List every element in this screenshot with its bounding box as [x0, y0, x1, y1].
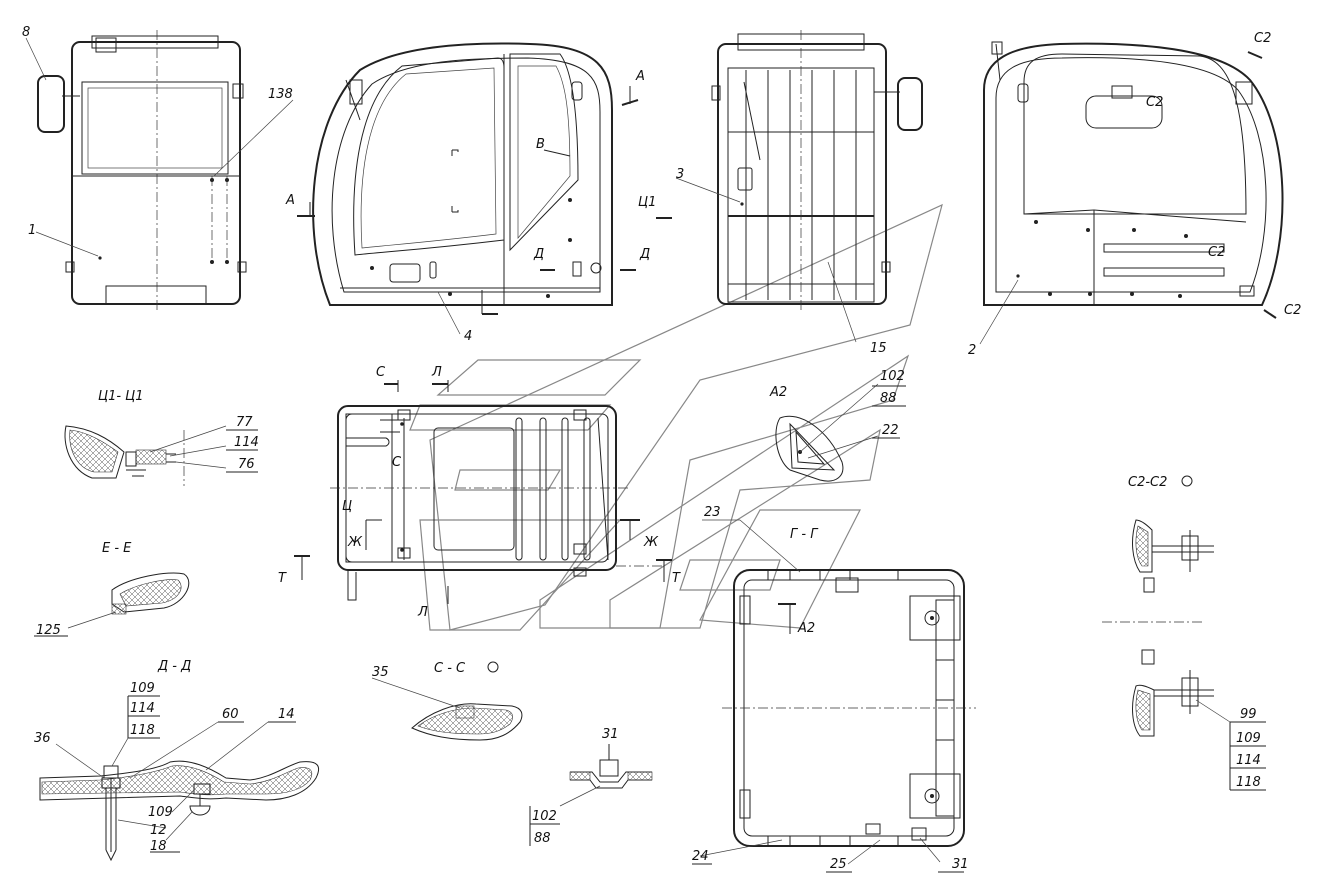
label-138: 138	[268, 87, 293, 102]
label-zh-a: Ж	[347, 535, 363, 550]
section-title-c1: Ц1- Ц1	[98, 389, 144, 404]
section-e-e: Е - Е 125	[34, 541, 190, 638]
section-title-gg: Г - Г	[790, 527, 819, 542]
right-side-view: 2 С2 С2 С2 С2	[968, 31, 1301, 358]
section-c2-c2: С2-С2 99 109 114 118	[1102, 475, 1266, 791]
left-side-view: А А В Ц1 Д Д 4	[285, 42, 672, 344]
section-c1-c1: Ц1- Ц1 77 114 76	[64, 389, 259, 486]
label-8: 8	[22, 25, 30, 40]
label-125: 125	[36, 623, 61, 638]
rear-view: 3 15	[675, 30, 923, 356]
label-c2-b: С2	[1146, 95, 1163, 110]
label-102-a: 102	[880, 369, 905, 384]
section-title-ee: Е - Е	[102, 541, 132, 556]
label-a-top: А	[635, 69, 645, 84]
label-109-a: 109	[130, 681, 155, 696]
label-35: 35	[372, 665, 389, 680]
label-l-a: Л	[431, 365, 442, 380]
section-s-s: С - С 35	[371, 661, 523, 741]
label-60: 60	[222, 707, 239, 722]
label-118-b: 118	[1236, 775, 1261, 790]
label-12: 12	[150, 823, 167, 838]
label-v: В	[536, 137, 545, 152]
section-g-g: Г - Г 23 А2 24 25 31	[692, 505, 976, 873]
label-76: 76	[238, 457, 255, 472]
label-c2-a: С2	[1254, 31, 1271, 46]
label-88-a: 88	[880, 391, 897, 406]
label-15: 15	[870, 341, 887, 356]
label-d-a: Д	[533, 247, 544, 262]
label-s-b: С	[392, 455, 402, 470]
top-view: С Л С Ц Ж Ж Т Т Л	[278, 365, 681, 620]
label-18: 18	[150, 839, 167, 854]
section-title-c2c2: С2-С2	[1128, 475, 1167, 490]
label-a2-a: А2	[769, 385, 787, 400]
label-4: 4	[464, 329, 472, 344]
label-3: 3	[676, 167, 684, 182]
label-d-b: Д	[639, 247, 650, 262]
label-t-b: Т	[672, 571, 681, 586]
label-l-b: Л	[417, 605, 428, 620]
label-s-a: С	[376, 365, 386, 380]
view-a2: А2 102 88 22	[769, 369, 906, 482]
label-99: 99	[1240, 707, 1257, 722]
section-d-d: Д - Д 109 114 118 60 14 36 109 12 18	[34, 659, 320, 862]
label-25: 25	[830, 857, 847, 872]
label-36: 36	[34, 731, 51, 746]
label-a2-b: А2	[797, 621, 815, 636]
section-title-dd: Д - Д	[157, 659, 191, 674]
label-31-b: 31	[952, 857, 969, 872]
label-c2-d: С2	[1284, 303, 1301, 318]
label-77: 77	[236, 415, 253, 430]
label-zh-b: Ж	[643, 535, 659, 550]
label-22: 22	[882, 423, 899, 438]
label-2: 2	[968, 343, 976, 358]
label-102-b: 102	[532, 809, 557, 824]
label-14: 14	[278, 707, 295, 722]
label-114-a: 114	[234, 435, 259, 450]
label-24: 24	[692, 849, 709, 864]
label-ts: Ц	[342, 499, 352, 514]
label-88-b: 88	[534, 831, 551, 846]
label-c2-c: С2	[1208, 245, 1225, 260]
label-114-b: 114	[130, 701, 155, 716]
label-a-left: А	[285, 193, 295, 208]
front-view: 8 1 138	[22, 25, 294, 312]
label-31-a: 31	[602, 727, 619, 742]
label-1: 1	[28, 223, 36, 238]
label-c1: Ц1	[638, 195, 656, 210]
label-t-a: Т	[278, 571, 287, 586]
label-109-b: 109	[148, 805, 173, 820]
label-109-c: 109	[1236, 731, 1261, 746]
watermark-logo	[409, 203, 943, 631]
section-title-cc: С - С	[434, 661, 466, 676]
label-118-a: 118	[130, 723, 155, 738]
label-114-c: 114	[1236, 753, 1261, 768]
detail-31: 31 102 88	[529, 727, 653, 846]
label-23: 23	[704, 505, 721, 520]
